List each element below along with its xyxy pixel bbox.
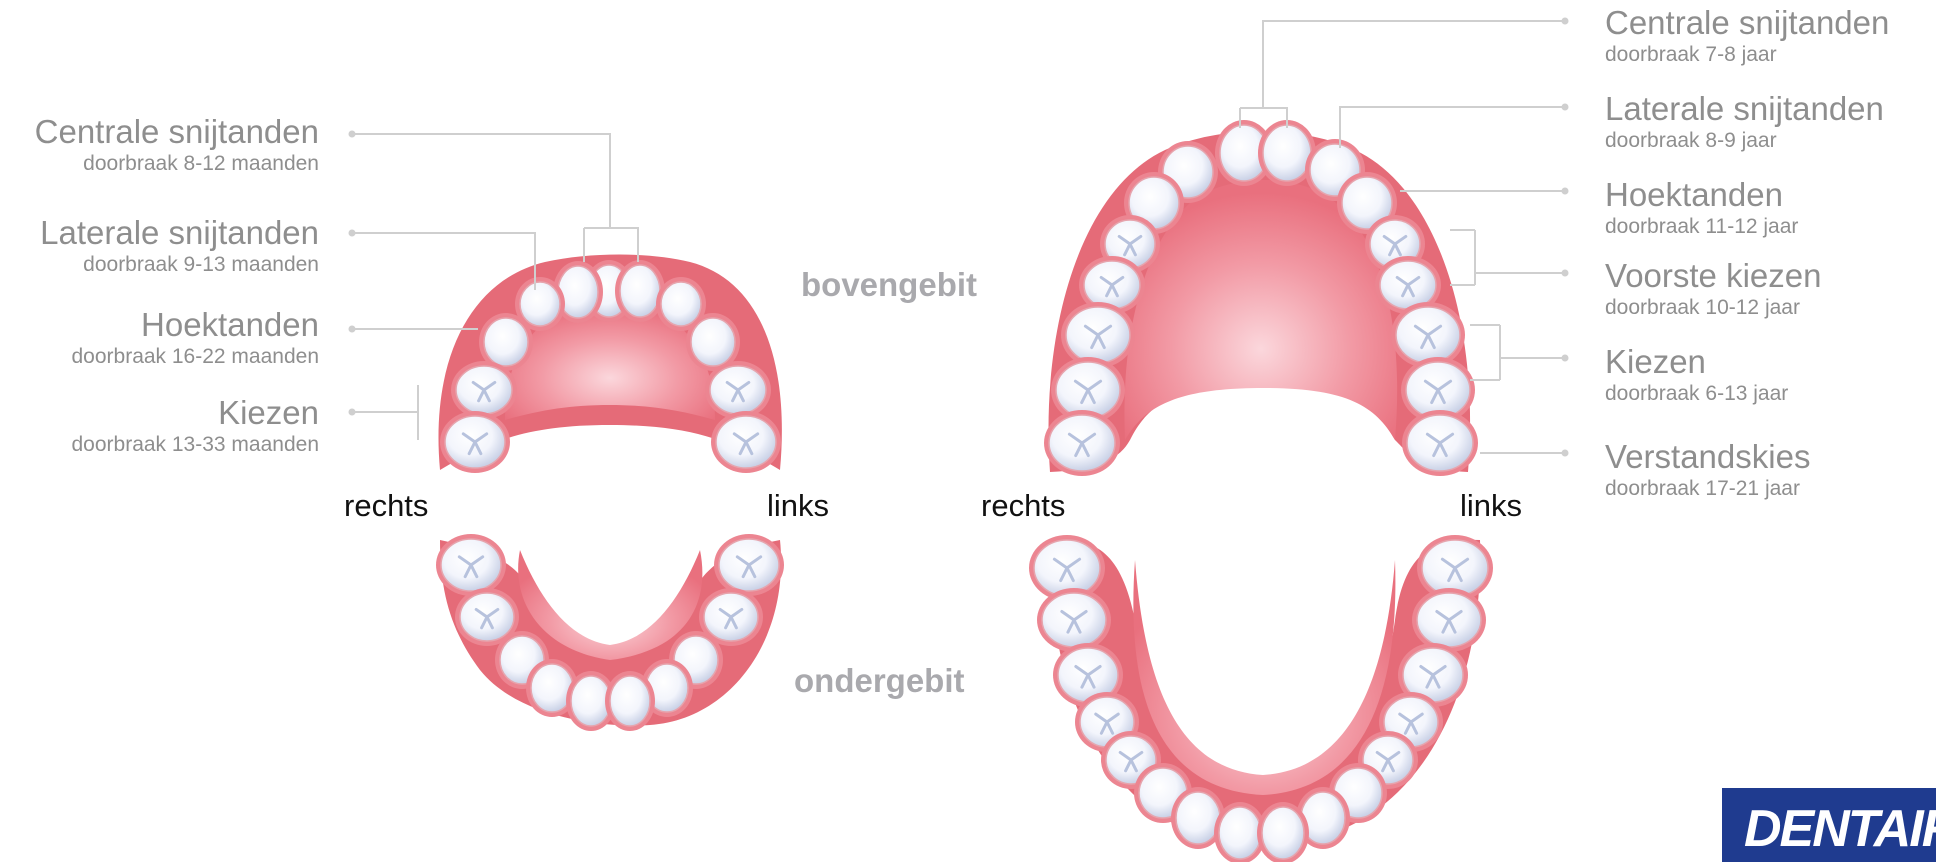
leader-dot — [1562, 355, 1569, 362]
leader-dot — [1562, 18, 1569, 25]
leader-dot — [349, 409, 356, 416]
adult-side-left: links — [1460, 490, 1522, 521]
child-label-molars: Kiezen doorbraak 13-33 maanden — [71, 396, 319, 455]
child-side-right: rechts — [344, 490, 428, 521]
logo-text: DENTAIR — [1744, 799, 1936, 859]
child-central-incisors-name: Centrale snijtanden — [35, 115, 319, 148]
child-lateral-incisors-eruption: doorbraak 9-13 maanden — [40, 254, 319, 275]
tooth-crown — [620, 265, 660, 317]
tooth-crown — [520, 282, 560, 326]
tooth — [451, 361, 517, 419]
tooth — [705, 361, 771, 419]
child-label-central-incisors: Centrale snijtanden doorbraak 8-12 maand… — [35, 115, 319, 174]
tooth-crown — [1262, 807, 1304, 859]
adult-label-premolars: Voorste kiezen doorbraak 10-12 jaar — [1605, 259, 1821, 318]
tooth — [714, 534, 784, 596]
child-central-incisors-eruption: doorbraak 8-12 maanden — [35, 153, 319, 174]
tooth-crown — [691, 318, 735, 366]
child-molars-name: Kiezen — [71, 396, 319, 429]
tooth-crown — [1219, 807, 1261, 859]
adult-molars-eruption: doorbraak 6-13 jaar — [1605, 383, 1788, 404]
leader-line — [352, 134, 638, 262]
leader-dot — [349, 230, 356, 237]
adult-premolars-name: Voorste kiezen — [1605, 259, 1821, 292]
tooth — [1061, 302, 1135, 368]
leader-dot — [1562, 450, 1569, 457]
lower-jaw-label: ondergebit — [794, 664, 965, 697]
adult-label-central-incisors: Centrale snijtanden doorbraak 7-8 jaar — [1605, 6, 1889, 65]
adult-premolars-eruption: doorbraak 10-12 jaar — [1605, 297, 1821, 318]
adult-label-wisdom-tooth: Verstandskies doorbraak 17-21 jaar — [1605, 440, 1810, 499]
leader-dot — [349, 131, 356, 138]
tooth — [605, 671, 655, 731]
leader-line — [1450, 230, 1565, 285]
adult-central-incisors-eruption: doorbraak 7-8 jaar — [1605, 44, 1889, 65]
child-canines-eruption: doorbraak 16-22 maanden — [71, 346, 319, 367]
tooth — [440, 411, 510, 473]
child-label-lateral-incisors: Laterale snijtanden doorbraak 9-13 maand… — [40, 216, 319, 275]
leader-dot — [1562, 188, 1569, 195]
tooth — [1044, 410, 1120, 476]
tooth — [1391, 302, 1465, 368]
tooth-crown — [661, 282, 701, 326]
leader-dot — [1562, 104, 1569, 111]
tooth — [1037, 588, 1111, 652]
upper-jaw-label: bovengebit — [801, 268, 977, 301]
adult-canines-name: Hoektanden — [1605, 178, 1798, 211]
adult-canines-eruption: doorbraak 11-12 jaar — [1605, 216, 1798, 237]
tooth-crown — [1263, 125, 1311, 181]
adult-central-incisors-name: Centrale snijtanden — [1605, 6, 1889, 39]
adult-side-right: rechts — [981, 490, 1065, 521]
leader-dot — [1562, 270, 1569, 277]
child-lateral-incisors-name: Laterale snijtanden — [40, 216, 319, 249]
tooth-crown — [484, 318, 528, 366]
adult-molars-name: Kiezen — [1605, 345, 1788, 378]
tooth — [436, 534, 506, 596]
adult-upper-arch — [1044, 120, 1478, 476]
leader-line — [1470, 325, 1565, 380]
adult-label-lateral-incisors: Laterale snijtanden doorbraak 8-9 jaar — [1605, 92, 1884, 151]
leader-line — [1340, 107, 1565, 148]
adult-label-canines: Hoektanden doorbraak 11-12 jaar — [1605, 178, 1798, 237]
child-label-canines: Hoektanden doorbraak 16-22 maanden — [71, 308, 319, 367]
tooth — [711, 411, 781, 473]
child-canines-name: Hoektanden — [71, 308, 319, 341]
child-lower-arch — [436, 534, 784, 731]
tooth — [1257, 802, 1309, 862]
leader-line — [1240, 21, 1565, 128]
adult-lower-arch — [1029, 535, 1493, 862]
adult-wisdom-tooth-eruption: doorbraak 17-21 jaar — [1605, 478, 1810, 499]
child-molars-eruption: doorbraak 13-33 maanden — [71, 434, 319, 455]
tooth — [1402, 410, 1478, 476]
adult-lateral-incisors-eruption: doorbraak 8-9 jaar — [1605, 130, 1884, 151]
adult-wisdom-tooth-name: Verstandskies — [1605, 440, 1810, 473]
dentair-logo: DENTAIR — [1722, 788, 1936, 862]
tooth — [1412, 588, 1486, 652]
leader-dot — [349, 326, 356, 333]
adult-lateral-incisors-name: Laterale snijtanden — [1605, 92, 1884, 125]
child-upper-arch — [438, 255, 781, 474]
tooth-crown — [610, 676, 650, 726]
child-side-left: links — [767, 490, 829, 521]
adult-label-molars: Kiezen doorbraak 6-13 jaar — [1605, 345, 1788, 404]
leader-line — [352, 385, 418, 440]
tooth-crown — [1176, 792, 1220, 844]
